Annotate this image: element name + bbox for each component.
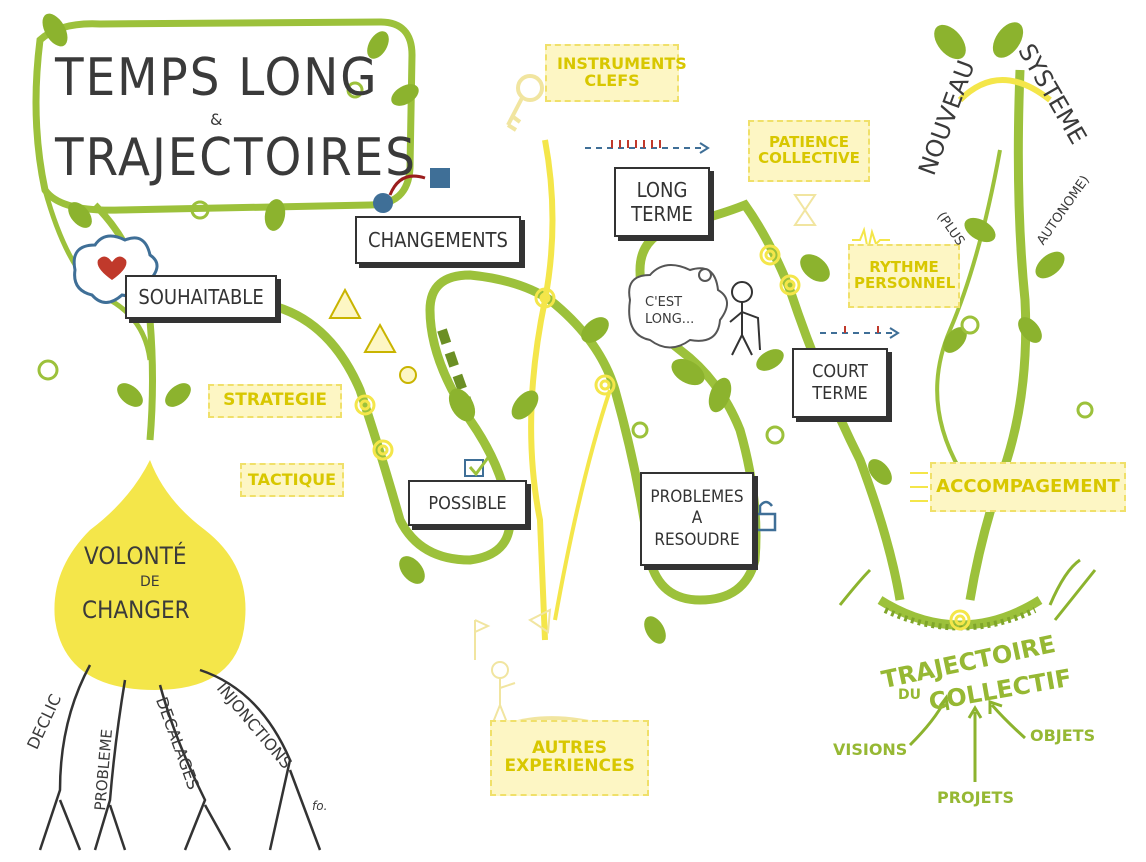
changements-arrow-icon — [388, 174, 426, 196]
changements-ball-icon — [373, 193, 393, 213]
title-vine-down — [92, 202, 156, 441]
hourglass-icon — [793, 194, 817, 226]
souhaitable-label: SOUHAITABLE — [138, 285, 264, 309]
sign-changements: CHANGEMENTS — [355, 216, 521, 264]
patience-text: PATIENCE COLLECTIVE — [758, 133, 860, 167]
cest-long-cloud — [628, 264, 728, 349]
input-visions: VISIONS — [833, 740, 908, 759]
base-sprouts — [838, 558, 1097, 621]
changements-square-icon — [430, 168, 450, 188]
title-line2: TRAJECTOIRES — [55, 128, 417, 188]
label-strategie: STRATEGIE — [208, 384, 342, 418]
alert-warning-icon — [363, 322, 397, 353]
checkbox-icon — [464, 459, 484, 477]
explorer-figure — [474, 608, 552, 726]
cloud-bubble-small — [698, 268, 712, 282]
sign-court-terme: COURT TERME — [792, 348, 888, 418]
cloud-text: C'EST LONG... — [645, 295, 695, 327]
strategie-text: STRATEGIE — [223, 390, 327, 411]
long-terme-ticks — [611, 140, 661, 148]
sign-souhaitable: SOUHAITABLE — [125, 275, 277, 319]
autres-text: AUTRES EXPERIENCES — [504, 738, 635, 776]
accompagement-arrows — [910, 472, 928, 502]
label-autres: AUTRES EXPERIENCES — [490, 720, 649, 796]
input-arrows — [908, 694, 1027, 782]
label-rythme: RYTHME PERSONNEL — [848, 244, 960, 308]
leaves — [42, 13, 1065, 644]
input-projets: PROJETS — [937, 788, 1014, 807]
collectif-coil — [883, 607, 1037, 631]
court-terme-label: COURT TERME — [812, 361, 868, 404]
label-accompagement: ACCOMPAGEMENT — [930, 462, 1126, 512]
possible-label: POSSIBLE — [428, 492, 507, 514]
sign-problemes: PROBLEMES A RESOUDRE — [640, 472, 754, 566]
question-warning-icon — [328, 287, 362, 319]
node-circles — [354, 244, 971, 631]
changements-label: CHANGEMENTS — [368, 228, 508, 252]
right-vine — [965, 69, 1031, 601]
label-instruments: INSTRUMENTS CLEFS — [545, 44, 687, 102]
court-terme-timeline — [820, 327, 900, 339]
right-vine-thin — [935, 149, 1002, 471]
key-icon — [506, 74, 544, 132]
artist-signature: fo. — [312, 799, 328, 813]
pulse-icon — [852, 226, 890, 251]
bulb-line2: DE — [140, 574, 160, 590]
title-amp: & — [210, 110, 223, 129]
problemes-label: PROBLEMES A RESOUDRE — [650, 487, 744, 550]
bulb-line3: CHANGER — [82, 596, 190, 624]
court-terme-ticks — [844, 326, 879, 333]
label-patience: PATIENCE COLLECTIVE — [748, 120, 870, 182]
title-line1: TEMPS LONG — [55, 48, 379, 108]
old-man-figure — [729, 281, 761, 356]
bulb-line1: VOLONTÉ — [84, 542, 187, 570]
instruments-text: INSTRUMENTS CLEFS — [557, 54, 687, 90]
lock-icon — [755, 512, 777, 532]
nouveau-glow — [957, 77, 1052, 103]
input-objets: OBJETS — [1030, 726, 1096, 745]
long-terme-label: LONG TERME — [631, 178, 693, 226]
autres-ray — [553, 389, 612, 621]
sign-possible: POSSIBLE — [408, 480, 527, 526]
instruments-ray — [528, 139, 556, 641]
long-terme-timeline — [585, 142, 710, 154]
trajectoire-line2: DU — [898, 687, 921, 703]
tactique-text: TACTIQUE — [247, 469, 337, 489]
volonte-bulb — [54, 460, 246, 690]
label-tactique: TACTIQUE — [240, 463, 344, 497]
sign-long-terme: LONG TERME — [614, 167, 710, 237]
lightbulb-icon — [399, 366, 417, 384]
rythme-text: RYTHME PERSONNEL — [854, 258, 956, 292]
accompagement-text: ACCOMPAGEMENT — [936, 475, 1120, 497]
heart-icon — [97, 256, 127, 280]
root-lines — [38, 664, 322, 851]
vine-curls — [37, 81, 1094, 445]
